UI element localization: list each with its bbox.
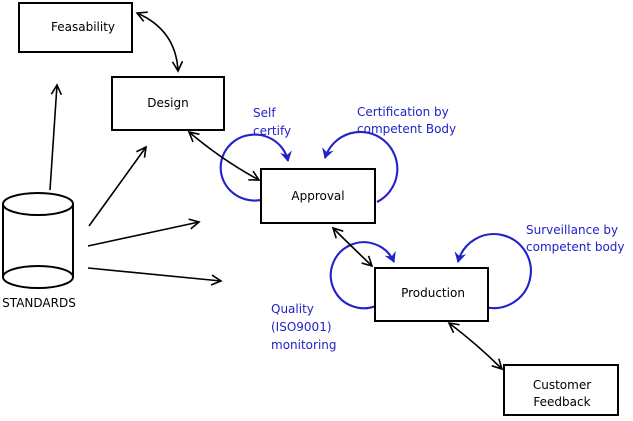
feasability-box bbox=[18, 2, 133, 53]
arrow-design-approval bbox=[187, 130, 261, 181]
arrow-standards-to-design bbox=[88, 145, 148, 227]
approval-box bbox=[260, 168, 376, 224]
surveillance-label-line2: competent body bbox=[526, 240, 625, 254]
cylinder-top-ellipse bbox=[2, 192, 74, 216]
surveillance-label-line1: Surveillance by bbox=[526, 223, 618, 237]
node-labels-group: Feasability Design Approval Production C… bbox=[2, 20, 591, 409]
quality-label-line2: (ISO9001) bbox=[271, 320, 332, 334]
cylinder-bottom-ellipse bbox=[2, 265, 74, 289]
customer-feedback-label-line1: Customer bbox=[533, 378, 591, 392]
quality-label-line1: Quality bbox=[271, 302, 314, 316]
quality-label-line3: monitoring bbox=[271, 338, 337, 352]
certification-label-line1: Certification by bbox=[357, 105, 449, 119]
design-box bbox=[111, 76, 225, 131]
arrow-standards-to-approval bbox=[87, 218, 201, 247]
customer-feedback-label-line2: Feedback bbox=[533, 395, 590, 409]
self-certify-label-line2: certify bbox=[253, 124, 291, 138]
surveillance-loop-arrow bbox=[454, 233, 532, 310]
annotation-labels-group: Self certify Certification by competent … bbox=[253, 105, 625, 352]
process-boxes-group bbox=[18, 2, 619, 416]
arrow-approval-production bbox=[331, 226, 374, 268]
production-label: Production bbox=[401, 286, 465, 300]
certification-label-line2: competent Body bbox=[357, 122, 456, 136]
customer-feedback-box bbox=[503, 364, 619, 416]
certification-loop-arrow bbox=[322, 130, 399, 203]
black-arrows-group bbox=[49, 11, 504, 371]
arrow-production-customer-feedback bbox=[447, 321, 504, 371]
standards-label: STANDARDS bbox=[2, 296, 76, 310]
self-certify-label-line1: Self bbox=[253, 106, 276, 120]
feasability-label: Feasability bbox=[51, 20, 115, 34]
design-label: Design bbox=[147, 96, 188, 110]
arrow-feasability-design bbox=[135, 11, 184, 73]
standards-cylinder bbox=[2, 192, 74, 289]
production-box bbox=[374, 267, 489, 322]
arrow-standards-to-feasability bbox=[49, 83, 63, 191]
cylinder-body bbox=[3, 204, 73, 277]
arrow-standards-to-production bbox=[87, 267, 223, 286]
approval-label: Approval bbox=[291, 189, 344, 203]
